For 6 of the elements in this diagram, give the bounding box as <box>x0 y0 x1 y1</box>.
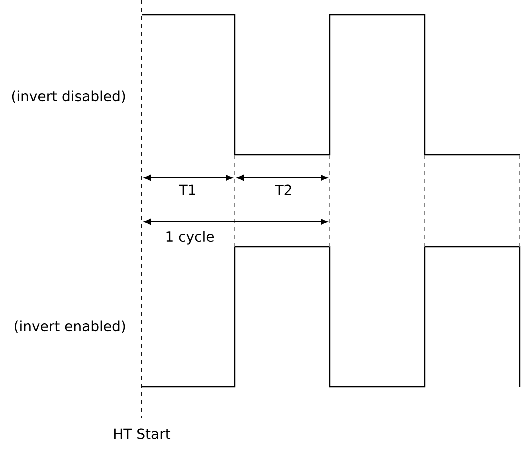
dimension-label: 1 cycle <box>166 231 214 245</box>
marker-label: HT Start <box>114 428 171 440</box>
signal-label: (invert enabled) <box>14 320 126 334</box>
dimension-label: T2 <box>275 184 292 196</box>
signal-label: (invert disabled) <box>12 90 126 104</box>
dimension-label: T1 <box>179 184 196 196</box>
